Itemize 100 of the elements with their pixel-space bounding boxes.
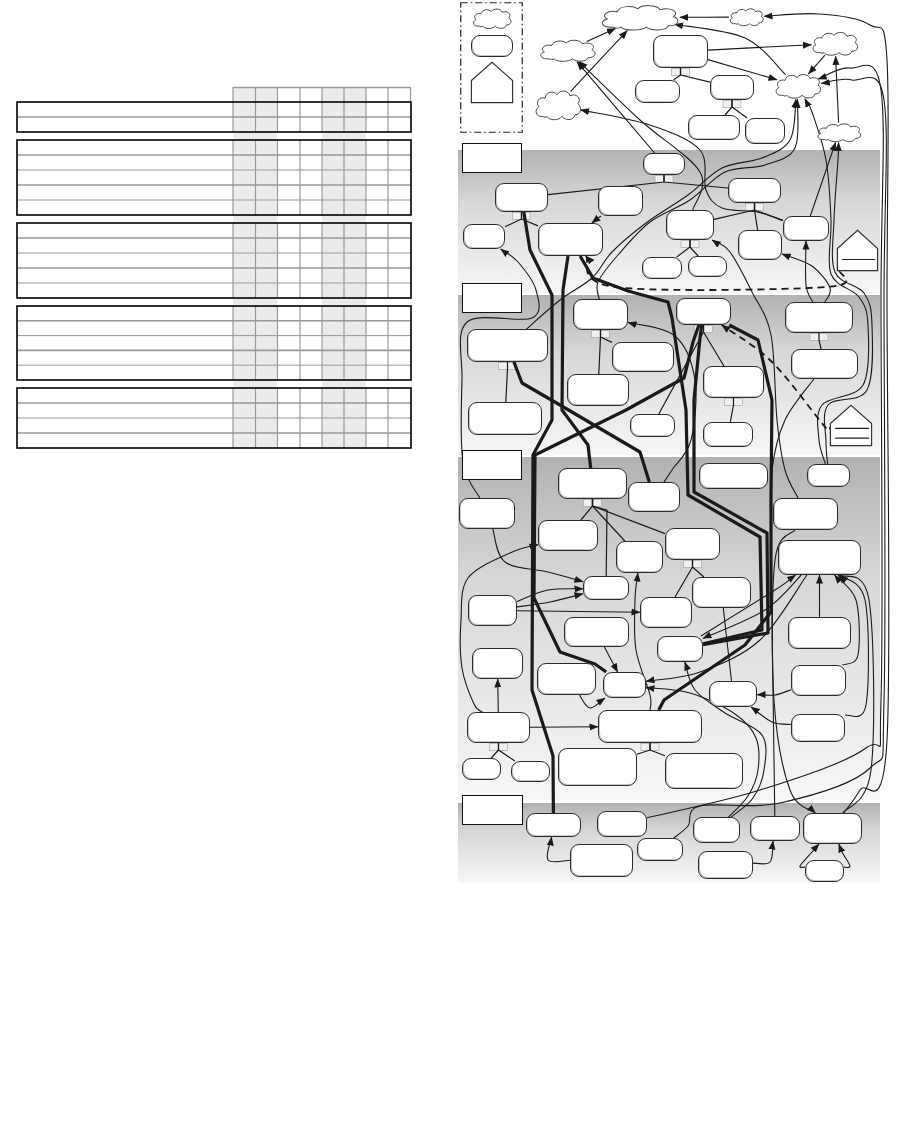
rounded-box xyxy=(750,816,800,841)
rounded-box xyxy=(637,838,683,861)
connector-line xyxy=(689,239,699,257)
rounded-box xyxy=(688,256,727,277)
lane-header-box xyxy=(462,283,522,313)
rounded-box xyxy=(558,468,627,499)
rounded-box xyxy=(688,115,740,140)
arrow xyxy=(459,543,539,713)
rounded-box xyxy=(526,813,581,837)
rounded-box xyxy=(495,183,548,212)
cloud-shape xyxy=(471,7,513,30)
rounded-box xyxy=(472,648,523,679)
connector-line xyxy=(770,378,815,817)
swimlane-band xyxy=(458,803,880,883)
rounded-box xyxy=(788,617,851,649)
arrow xyxy=(459,248,540,499)
arrow xyxy=(781,253,831,303)
legend-frame xyxy=(460,2,523,133)
arrow xyxy=(578,60,704,211)
connector-line xyxy=(729,397,735,423)
rounded-box xyxy=(703,366,764,398)
pentagon-shape xyxy=(830,405,872,446)
arrow xyxy=(645,574,808,684)
arrow xyxy=(646,64,884,819)
rounded-box xyxy=(805,860,844,882)
arrow xyxy=(596,98,801,300)
rounded-box xyxy=(783,216,829,241)
connector-line xyxy=(591,498,666,535)
rounded-box xyxy=(703,422,753,447)
arrow xyxy=(679,13,730,21)
arrow xyxy=(707,59,778,81)
rounded-box xyxy=(468,402,542,435)
arrow xyxy=(838,843,851,868)
arrow xyxy=(576,61,656,154)
arrow xyxy=(711,239,799,499)
rounded-box xyxy=(665,528,720,560)
lane-header-box xyxy=(462,143,522,173)
rounded-box xyxy=(791,349,858,379)
rounded-box xyxy=(745,118,785,144)
arrow xyxy=(771,529,816,814)
arrow xyxy=(823,141,874,465)
arrow xyxy=(839,574,875,814)
rounded-box xyxy=(698,851,753,879)
arrow xyxy=(802,240,814,303)
rounded-box xyxy=(463,224,505,249)
cloud-shape xyxy=(815,122,863,143)
rounded-box xyxy=(791,714,845,742)
arrow xyxy=(673,76,887,839)
rounded-box xyxy=(558,748,637,786)
rounded-box xyxy=(642,257,682,279)
arrow xyxy=(752,840,776,865)
arrow xyxy=(529,723,599,731)
cloud-shape xyxy=(810,30,860,57)
rounded-box xyxy=(728,178,781,203)
arrow xyxy=(627,321,697,483)
thick-connector-line xyxy=(578,255,764,646)
arrow xyxy=(756,689,792,699)
connector-line xyxy=(818,332,822,350)
rounded-box xyxy=(570,844,633,877)
cloud-shape xyxy=(533,88,583,122)
rounded-box xyxy=(640,597,692,628)
rounded-box xyxy=(635,80,680,103)
arrow xyxy=(684,661,767,818)
arrow xyxy=(516,592,584,608)
rounded-box xyxy=(807,464,850,487)
thick-connector-line xyxy=(692,324,770,647)
arrow xyxy=(816,574,823,618)
rounded-box xyxy=(459,498,515,529)
rounded-box xyxy=(598,710,702,743)
arrow xyxy=(809,141,837,217)
connector-line xyxy=(599,329,613,343)
connector-line xyxy=(505,361,509,403)
arrow xyxy=(833,574,860,666)
rounded-box xyxy=(616,541,663,573)
rounded-box xyxy=(710,75,754,100)
arrow xyxy=(492,528,584,583)
connector-line xyxy=(679,67,711,83)
rounded-box xyxy=(583,576,629,600)
arrow xyxy=(707,41,812,51)
connector-line xyxy=(520,211,539,227)
arrow xyxy=(525,98,799,330)
rounded-box xyxy=(573,299,628,330)
rounded-box xyxy=(467,712,530,743)
rounded-box xyxy=(692,577,751,608)
thick-connector-line xyxy=(522,211,555,813)
rounded-box xyxy=(709,681,757,707)
rounded-box xyxy=(567,374,629,406)
arrow xyxy=(591,215,602,224)
connector-line xyxy=(497,742,516,762)
arrow xyxy=(799,843,820,868)
arrow xyxy=(586,27,616,43)
rounded-box xyxy=(773,498,838,530)
swimlane-band xyxy=(458,457,880,800)
arrow xyxy=(750,706,792,726)
thick-connector-line xyxy=(560,255,593,469)
arrow xyxy=(633,572,652,711)
rounded-box xyxy=(598,186,643,216)
rounded-box xyxy=(597,811,647,837)
connector-line xyxy=(658,324,705,415)
arrow xyxy=(494,678,502,713)
